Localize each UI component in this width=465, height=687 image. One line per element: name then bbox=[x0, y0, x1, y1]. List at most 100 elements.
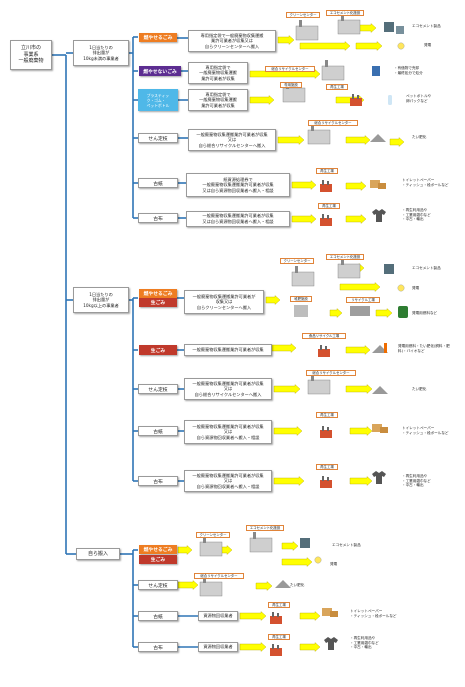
flow-arrow bbox=[265, 295, 281, 305]
recycling-plant-icon-chimney2 bbox=[357, 95, 359, 99]
paper-plant-icon-chimney bbox=[322, 180, 324, 185]
tag-x-recycle-center: 総合リサイクルセンター bbox=[194, 573, 244, 579]
tag-x-recycling-plant-cloth: 再生工場 bbox=[268, 634, 290, 640]
res-s-eco-product: エコセメント製品 bbox=[412, 24, 441, 28]
route-x-cloth-text: 資源物回収業者 bbox=[203, 644, 233, 650]
res-l-paper: トイレットペーパー ・ティッシュ・段ボールなど bbox=[402, 426, 449, 435]
flow-arrow bbox=[339, 282, 381, 292]
cat-s-nonburnable: 燃やせないごみ bbox=[139, 66, 181, 76]
cat-x-garbage: 生ごみ bbox=[139, 555, 177, 564]
res-s-nonburn: ・有価物で売却 ・最終処分で処分 bbox=[394, 66, 423, 75]
route-l-burn: 一般廃棄物収集運搬業許可業者が 収集又は 自らクリーンセンターへ搬入 bbox=[184, 290, 264, 314]
bulb-icon bbox=[397, 42, 405, 50]
x-clean-center-icon bbox=[199, 541, 223, 557]
section-self-label: 自ら搬入 bbox=[87, 550, 108, 557]
flow-arrow bbox=[249, 95, 275, 105]
route-s-burn: 専用指定袋で一般廃棄物収集運搬 業許可業者が収集又は 自らクリーンセンターへ搬入 bbox=[188, 30, 276, 52]
clean-center-icon-stack bbox=[299, 20, 302, 27]
route-s-paper: 紙資源処理券で 一般廃棄物収集運搬業許可業者が収集 又は自ら資源物回収業者へ搬入… bbox=[186, 173, 290, 197]
tag-s-recycle-center: 総合リサイクルセンター bbox=[265, 66, 315, 72]
flow-arrow bbox=[349, 426, 373, 436]
cat-l-burnable-label: 燃やせるごみ bbox=[143, 292, 173, 297]
route-l-garbage-text: 一般廃棄物収集運搬業許可業者が収集 bbox=[192, 347, 264, 353]
flow-arrow bbox=[299, 642, 321, 652]
section-small-box: 1日当たりの 排出量が 10kg未満の事業者 bbox=[73, 40, 129, 66]
l-eco-cement-icon bbox=[337, 263, 361, 279]
root-box: 立川市の 事業系 一般廃棄物 bbox=[10, 40, 52, 70]
cat-s-cloth: 古布 bbox=[138, 213, 178, 223]
tag-l-eco-cement: エコセメント化施設 bbox=[326, 254, 364, 260]
flow-arrow bbox=[291, 214, 317, 224]
cat-l-paper: 古紙 bbox=[138, 426, 178, 436]
recycling-plant-icon bbox=[350, 98, 362, 106]
cat-l-garbage: 生ごみ bbox=[139, 345, 177, 355]
route-x-paper: 資源物回収業者 bbox=[198, 611, 238, 621]
route-s-plastic-text: 専用指定袋で 一般廃棄物収集運搬 業許可業者が収集 bbox=[199, 91, 237, 108]
x-cloth-plant-icon-chimney bbox=[272, 644, 274, 649]
recycle-center-icon-stack bbox=[325, 60, 328, 67]
res-s-power: 発電 bbox=[424, 43, 432, 47]
l-chip-pile-icon bbox=[372, 386, 388, 394]
cat-s-branch-label: せん定枝 bbox=[148, 136, 168, 142]
l-feed-icon bbox=[398, 306, 408, 318]
tag-l-food-recycle: 食品リサイクル工場 bbox=[302, 333, 346, 339]
tag-s-recycle-center-2: 総合リサイクルセンター bbox=[308, 120, 358, 126]
l-contract-icon bbox=[294, 305, 308, 317]
x-paper-product-icon-2 bbox=[330, 611, 338, 617]
route-s-nonburn: 専用指定袋で 一般廃棄物収集運搬 業許可業者が収集 bbox=[188, 62, 248, 84]
paper-product-icon-2 bbox=[378, 183, 386, 189]
branch-center-icon bbox=[307, 129, 331, 145]
route-l-paper-text: 一般廃棄物収集運搬業許可業者が収集 又は 自ら資源物回収業者へ搬入・相談 bbox=[192, 423, 264, 440]
x-cloth-plant-icon bbox=[270, 648, 282, 656]
route-x-cloth: 資源物回収業者 bbox=[198, 642, 238, 652]
tag-s-recycling-plant-paper: 再生工場 bbox=[316, 168, 338, 174]
x-cement-block-icon bbox=[300, 538, 310, 548]
res-x-power: 発電 bbox=[330, 562, 338, 566]
route-s-cloth-text: 一般廃棄物収集運搬業許可業者が収集 又は自ら資源物回収業者へ搬入・相談 bbox=[202, 213, 274, 224]
x-paper-plant-icon-chimney bbox=[272, 612, 274, 617]
cloth-plant-icon-chimney bbox=[322, 214, 324, 219]
route-s-nonburn-text: 専用指定袋で 一般廃棄物収集運搬 業許可業者が収集 bbox=[199, 64, 237, 81]
bin-icon bbox=[372, 66, 380, 76]
res-x-cloth: ・再生利用品や ・工業用雑巾など ・中古・輸出 bbox=[350, 636, 379, 650]
eco-cement-plant-icon bbox=[337, 19, 361, 35]
route-l-cloth: 一般廃棄物収集運搬業許可業者が収集 又は 自ら資源物回収業者へ搬入・相談 bbox=[184, 470, 272, 492]
recycle-center-icon bbox=[321, 65, 345, 81]
flow-arrow bbox=[349, 476, 373, 486]
l-cloth-plant-icon-chimney2 bbox=[327, 477, 329, 481]
cat-x-cloth: 古布 bbox=[138, 642, 178, 652]
root-label: 立川市の 事業系 一般廃棄物 bbox=[18, 45, 44, 65]
l-recycle-plant-icon bbox=[350, 306, 370, 316]
x-paper-plant-icon-chimney2 bbox=[277, 613, 279, 617]
cat-l-garbage-a: 生ごみ bbox=[139, 298, 177, 307]
flow-arrow bbox=[273, 476, 305, 486]
flow-arrow bbox=[273, 426, 303, 436]
flow-arrow bbox=[299, 41, 351, 51]
flow-arrow bbox=[345, 214, 367, 224]
flow-arrow bbox=[345, 181, 367, 191]
route-l-branch-text: 一般廃棄物収集運搬業許可業者が収集 又は 自ら総合リサイクルセンターへ搬入 bbox=[192, 380, 264, 397]
x-chip-pile-icon bbox=[275, 580, 291, 588]
route-x-paper-text: 資源物回収業者 bbox=[203, 613, 233, 619]
route-l-burn-text: 一般廃棄物収集運搬業許可業者が 収集又は 自らクリーンセンターへ搬入 bbox=[192, 293, 256, 310]
paper-product-icon bbox=[370, 180, 380, 188]
cat-x-branch-label: せん定枝 bbox=[148, 583, 168, 589]
flow-arrow bbox=[239, 642, 267, 652]
res-x-chip: たい肥化 bbox=[290, 583, 305, 587]
flow-arrow bbox=[177, 580, 199, 590]
tag-s-recycling-plant: 再生工場 bbox=[326, 84, 348, 90]
res-x-eco-product: エコセメント製品 bbox=[332, 543, 361, 547]
l-paper-plant-icon-chimney2 bbox=[327, 427, 329, 431]
tag-x-recycling-plant-paper: 再生工場 bbox=[268, 602, 290, 608]
cat-s-paper: 古紙 bbox=[138, 178, 178, 188]
route-s-plastic: 専用指定袋で 一般廃棄物収集運搬 業許可業者が収集 bbox=[188, 89, 248, 111]
flow-arrow bbox=[345, 345, 371, 355]
cat-l-branch-label: せん定枝 bbox=[148, 387, 168, 393]
l-clean-center-icon bbox=[291, 271, 315, 287]
res-s-cloth: ・再生利用品や ・工業用雑巾など ・中古・輸出 bbox=[402, 208, 431, 222]
l-paper-plant-icon bbox=[320, 430, 332, 438]
cloth-icon bbox=[372, 209, 386, 222]
cement-block-icon-2 bbox=[396, 26, 404, 34]
chip-pile-icon bbox=[370, 134, 386, 142]
